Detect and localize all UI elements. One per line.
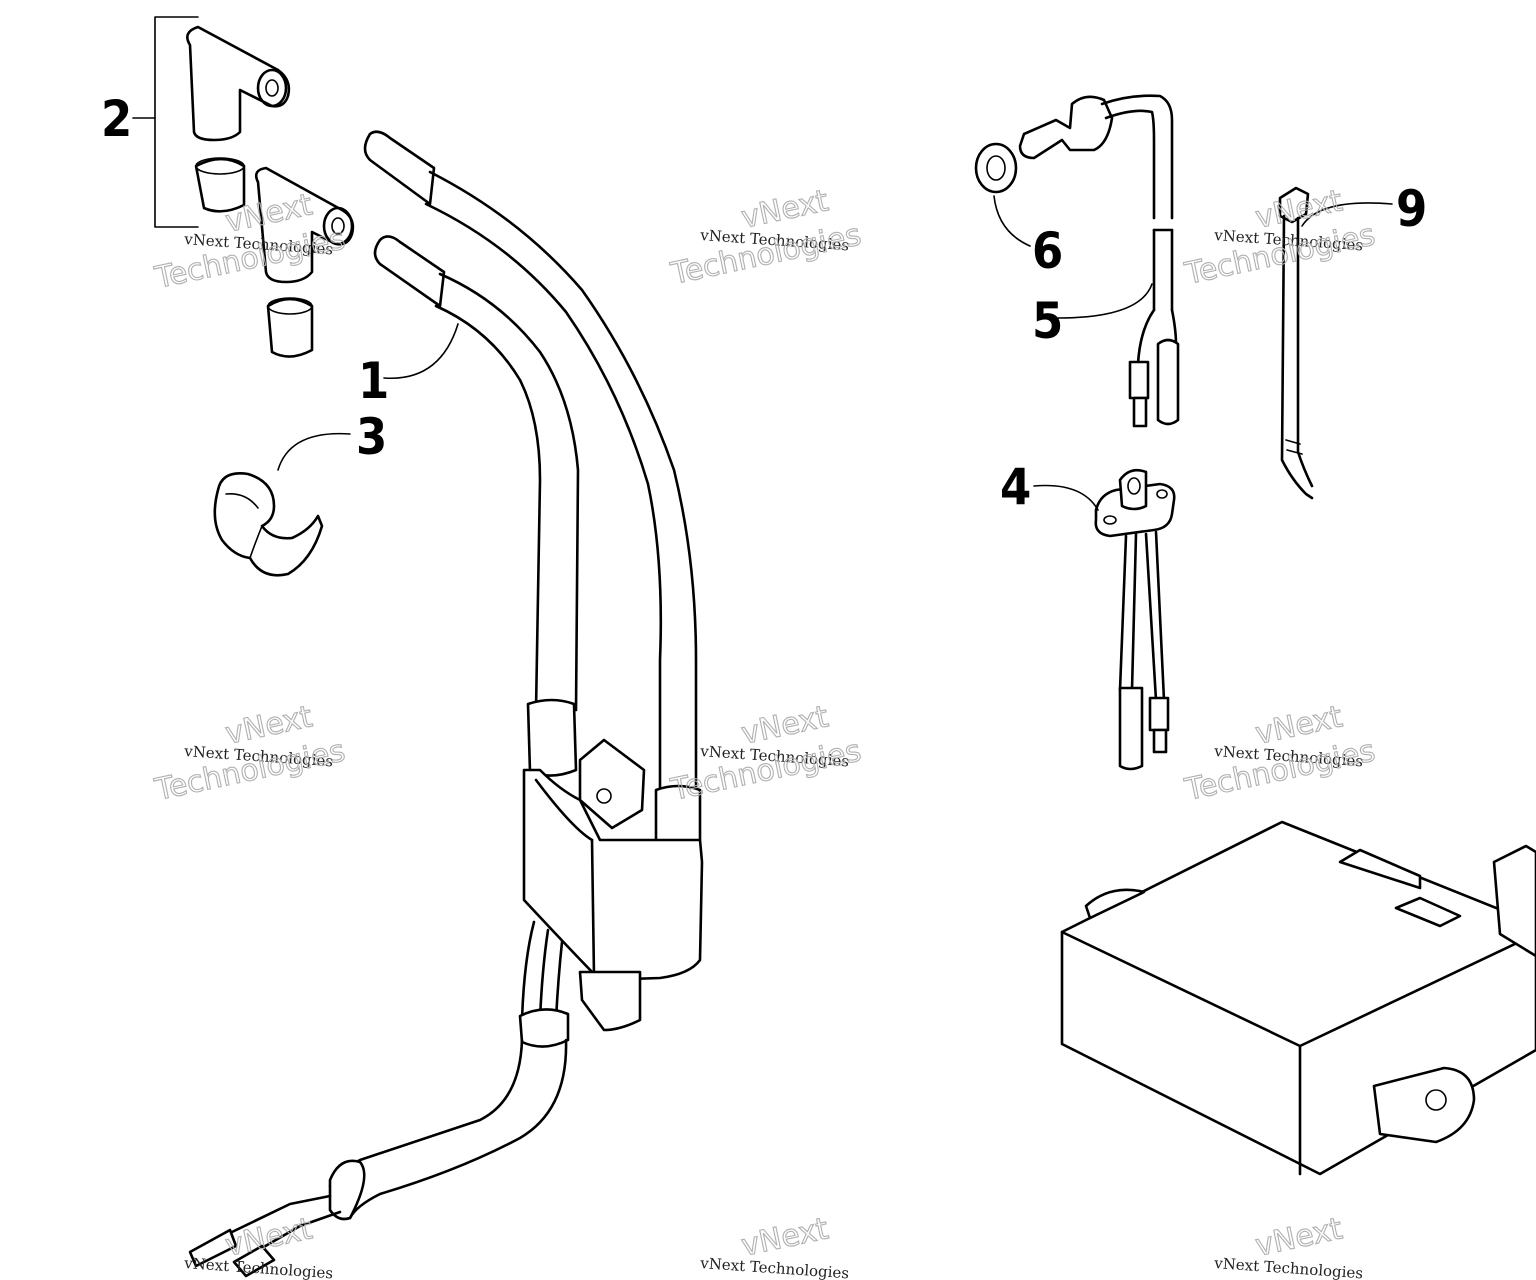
cdi-module — [1060, 820, 1536, 1176]
watermark: vNext vNext Technologies Technologies — [1181, 183, 1379, 293]
watermark: vNext vNext Technologies — [1213, 1211, 1364, 1280]
leader-lines — [277, 195, 1393, 511]
watermark-layer: vNext vNext Technologies Technologies vN… — [151, 183, 1379, 1280]
watermark-brand: vNext — [1252, 1211, 1345, 1264]
part-3-clip — [213, 472, 324, 577]
part-9-cable-tie — [1278, 186, 1314, 500]
watermark: vNext vNext Technologies Technologies — [151, 699, 349, 809]
watermark-brand: vNext — [738, 1211, 831, 1264]
callout-6: 6 — [1032, 222, 1063, 280]
watermark: vNext vNext Technologies Technologies — [1181, 699, 1379, 809]
callout-5: 5 — [1032, 292, 1063, 350]
part-1-ignition-coil — [188, 130, 704, 1278]
callout-9: 9 — [1396, 180, 1427, 238]
part-4-sender — [1094, 468, 1176, 771]
watermark: vNext vNext Technologies — [699, 1211, 850, 1280]
callout-1: 1 — [358, 352, 389, 410]
watermark: vNext vNext Technologies Technologies — [667, 183, 865, 293]
part-2-spark-plug-caps — [132, 16, 355, 358]
callout-3: 3 — [356, 408, 387, 466]
watermark-small: vNext Technologies — [699, 1254, 850, 1280]
part-5-lead — [1128, 228, 1180, 428]
watermark-small: vNext Technologies — [1213, 1254, 1364, 1280]
callout-2: 2 — [101, 90, 132, 148]
part-6-sensor — [974, 94, 1174, 220]
callout-4: 4 — [1000, 458, 1031, 516]
